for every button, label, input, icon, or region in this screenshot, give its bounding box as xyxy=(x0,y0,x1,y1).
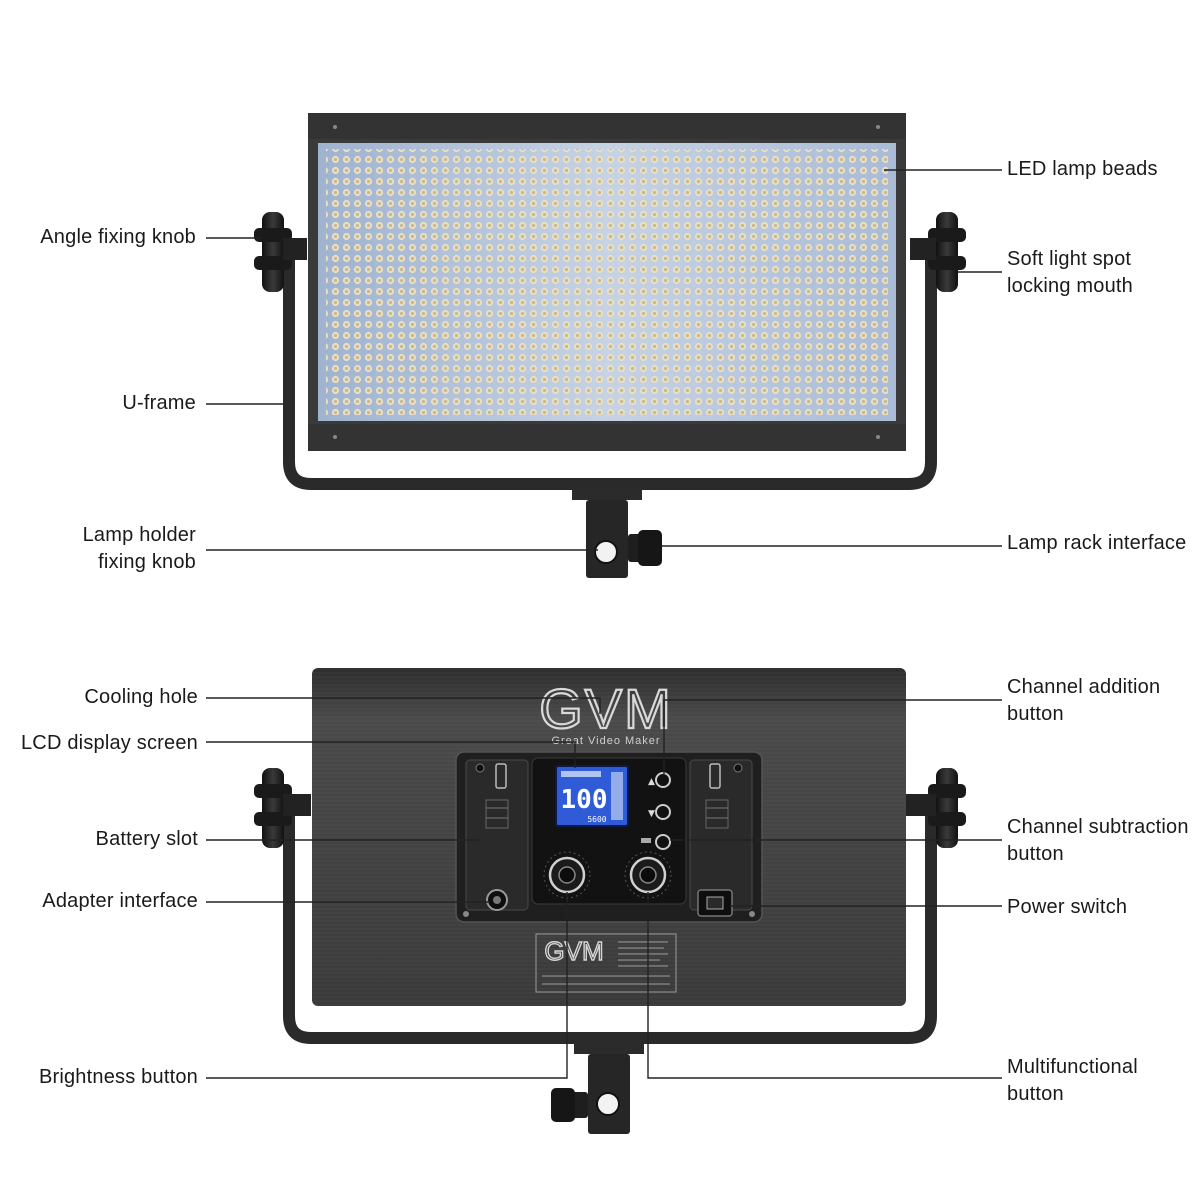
label-cooling-hole: Cooling hole xyxy=(84,686,198,708)
adapter-interface xyxy=(486,889,508,911)
label-line: Channel subtraction xyxy=(1007,816,1189,838)
channel-subtraction-button: ▼ xyxy=(648,804,671,820)
angle-fixing-knob-right-back xyxy=(906,768,966,848)
label-line: button xyxy=(1007,843,1064,865)
label-power-switch: Power switch xyxy=(1007,896,1128,918)
label-battery-slot: Battery slot xyxy=(95,828,198,850)
mode-button xyxy=(641,834,671,850)
label-adapter-interface: Adapter interface xyxy=(42,890,198,912)
label-channel-subtraction-button: Channel subtraction button xyxy=(1007,814,1189,868)
label-line: Lamp holder xyxy=(82,524,196,546)
brand-logo: GVM xyxy=(539,677,673,740)
u-frame-back xyxy=(283,815,937,1044)
svg-text:▲: ▲ xyxy=(648,777,655,787)
angle-fixing-knob-left-back xyxy=(254,768,311,848)
label-angle-fixing-knob: Angle fixing knob xyxy=(40,226,196,248)
label-multifunctional-button: Multifunctional button xyxy=(1007,1054,1138,1108)
lamp-holder-mount-front xyxy=(572,486,662,578)
lamp-holder-mount-back xyxy=(551,1040,644,1134)
led-lamp-beads xyxy=(326,149,888,415)
multifunctional-dial xyxy=(624,851,672,899)
label-line: button xyxy=(1007,703,1064,725)
channel-addition-button: ▲ xyxy=(648,772,671,788)
label-channel-addition-button: Channel addition button xyxy=(1007,674,1160,728)
label-line: button xyxy=(1007,1083,1064,1105)
label-lamp-rack-interface: Lamp rack interface xyxy=(1007,532,1187,554)
label-line: fixing knob xyxy=(98,551,196,573)
label-brightness-button: Brightness button xyxy=(38,1066,198,1088)
lcd-sub-value: 5600 xyxy=(587,815,606,824)
label-lcd-display-screen: LCD display screen xyxy=(20,732,198,754)
label-line: Multifunctional xyxy=(1007,1056,1138,1078)
label-line: Soft light spot xyxy=(1007,248,1132,270)
sticker-logo: GVM xyxy=(544,936,603,966)
label-u-frame: U-frame xyxy=(122,392,196,414)
battery-slot-left xyxy=(465,759,529,911)
label-line: locking mouth xyxy=(1007,275,1133,297)
angle-fixing-knob-right xyxy=(910,212,966,292)
label-soft-light-spot-locking-mouth: Soft light spot locking mouth xyxy=(1007,246,1133,300)
brand-tagline: Great Video Maker xyxy=(551,735,660,747)
label-led-lamp-beads: LED lamp beads xyxy=(1007,158,1158,180)
back-view: GVM Great Video Maker xyxy=(254,668,966,1134)
front-view xyxy=(254,113,966,578)
battery-slot-right xyxy=(689,759,753,911)
spec-sticker: GVM xyxy=(535,933,677,993)
label-lamp-holder-fixing-knob: Lamp holder fixing knob xyxy=(83,522,196,576)
leader-lines xyxy=(206,169,1002,1079)
lcd-display-screen xyxy=(555,765,629,827)
lcd-value: 100 xyxy=(561,785,608,815)
svg-text:▼: ▼ xyxy=(648,809,655,819)
label-line: Channel addition xyxy=(1007,676,1161,698)
u-frame-front xyxy=(283,245,937,490)
power-switch xyxy=(697,889,733,917)
angle-fixing-knob-left xyxy=(254,212,307,292)
